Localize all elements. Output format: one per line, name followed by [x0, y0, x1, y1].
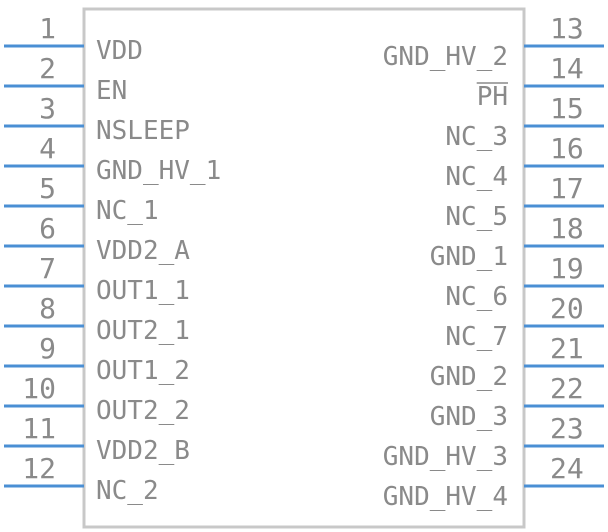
- pin-label: PH: [477, 82, 508, 112]
- pin-label: GND_2: [430, 362, 508, 392]
- pin-number: 3: [39, 92, 56, 125]
- pin-label: GND_HV_2: [383, 42, 508, 72]
- pin-label: VDD: [96, 36, 143, 66]
- pin-label: NC_3: [445, 122, 508, 152]
- pin-number: 7: [39, 252, 56, 285]
- pin-label: GND_1: [430, 242, 508, 272]
- pin-label: VDD2_B: [96, 436, 190, 466]
- pin-label: GND_3: [430, 402, 508, 432]
- pin-label: OUT2_2: [96, 396, 190, 426]
- pin-number: 1: [39, 12, 56, 45]
- pin-label: NC_1: [96, 196, 159, 226]
- pin-label: VDD2_A: [96, 236, 190, 266]
- pin-number: 16: [550, 132, 584, 165]
- pin-number: 5: [39, 172, 56, 205]
- pin-label: NC_4: [445, 162, 508, 192]
- pin-label: EN: [96, 76, 127, 106]
- pin-label: OUT1_2: [96, 356, 190, 386]
- pin-number: 2: [39, 52, 56, 85]
- pin-number: 22: [550, 372, 584, 405]
- pin-label: NC_5: [445, 202, 508, 232]
- pin-2: 2EN: [4, 52, 127, 106]
- pin-number: 21: [550, 332, 584, 365]
- pin-number: 17: [550, 172, 584, 205]
- pin-label: NC_7: [445, 322, 508, 352]
- pin-number: 6: [39, 212, 56, 245]
- pin-number: 14: [550, 52, 584, 85]
- left-pin-group: 1VDD2EN3NSLEEP4GND_HV_15NC_16VDD2_A7OUT1…: [4, 12, 221, 506]
- pin-number: 9: [39, 332, 56, 365]
- pin-number: 15: [550, 92, 584, 125]
- pin-number: 12: [22, 452, 56, 485]
- pin-label: GND_HV_3: [383, 442, 508, 472]
- pin-label: OUT2_1: [96, 316, 190, 346]
- pin-label: NSLEEP: [96, 116, 190, 146]
- pin-number: 20: [550, 292, 584, 325]
- pin-number: 23: [550, 412, 584, 445]
- pin-number: 10: [22, 372, 56, 405]
- pin-label: GND_HV_1: [96, 156, 221, 186]
- pin-number: 13: [550, 12, 584, 45]
- ic-body-outline: [82, 7, 526, 529]
- pin-number: 8: [39, 292, 56, 325]
- pin-label: OUT1_1: [96, 276, 190, 306]
- pin-number: 24: [550, 452, 584, 485]
- pin-number: 19: [550, 252, 584, 285]
- pin-label: GND_HV_4: [383, 482, 508, 512]
- pin-number: 4: [39, 132, 56, 165]
- pin-label: NC_2: [96, 476, 159, 506]
- pin-5: 5NC_1: [4, 172, 159, 226]
- pin-number: 11: [22, 412, 56, 445]
- pin-label: NC_6: [445, 282, 508, 312]
- pin-number: 18: [550, 212, 584, 245]
